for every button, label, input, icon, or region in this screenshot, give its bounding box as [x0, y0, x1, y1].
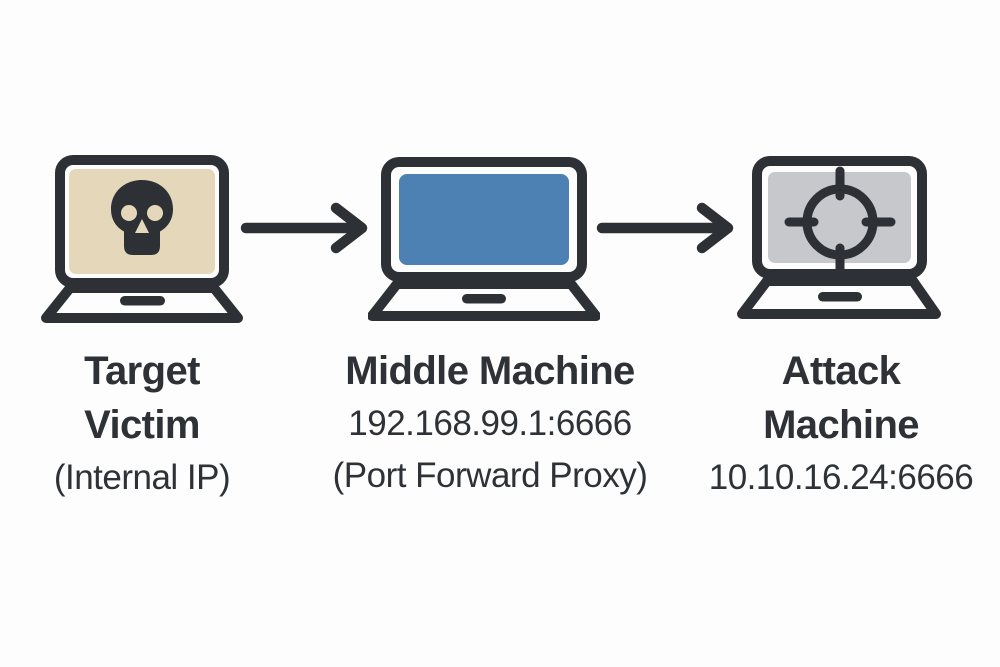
- laptop-base: [737, 276, 941, 319]
- laptop-base: [41, 283, 243, 323]
- crosshair-target-icon: [784, 166, 896, 278]
- skull-eye: [147, 205, 163, 221]
- node-title: Middle Machine: [345, 349, 635, 393]
- node-subtitle: (Internal IP): [53, 458, 231, 497]
- right-arrow-icon: [596, 202, 734, 254]
- middle-machine-laptop: [368, 148, 600, 326]
- node-address: 192.168.99.1:6666: [348, 404, 632, 443]
- middle-machine-label: Middle Machine 192.168.99.1:6666 (Port F…: [320, 344, 660, 502]
- laptop-trackpad: [818, 292, 862, 302]
- skull-icon: [111, 180, 173, 255]
- node-title: Machine: [763, 403, 919, 447]
- laptop-icon: [737, 156, 941, 319]
- attack-machine-label: Attack Machine 10.10.16.24:6666: [691, 344, 991, 504]
- laptop-display: [399, 174, 569, 265]
- attack-machine-laptop: [736, 148, 942, 326]
- laptop-lid: [381, 157, 587, 282]
- arrow-victim-to-middle: [238, 202, 370, 254]
- arrow-middle-to-attack: [596, 202, 736, 254]
- node-title: Victim: [84, 403, 200, 447]
- target-victim-label: Target Victim (Internal IP): [12, 344, 272, 504]
- laptop-display: [768, 172, 911, 263]
- laptop-trackpad: [120, 296, 165, 306]
- skull-nose: [135, 219, 149, 233]
- skull-eye: [121, 205, 137, 221]
- laptop-icon: [368, 157, 600, 321]
- node-title: Target: [84, 349, 200, 393]
- laptop-trackpad: [462, 294, 506, 304]
- laptop-icon: [41, 155, 243, 323]
- node-title: Attack: [781, 349, 901, 393]
- node-address: 10.10.16.24:6666: [708, 458, 974, 497]
- laptop-base: [368, 279, 600, 321]
- node-subtitle: (Port Forward Proxy): [332, 456, 648, 495]
- right-arrow-icon: [240, 202, 368, 254]
- target-victim-laptop: [36, 148, 248, 328]
